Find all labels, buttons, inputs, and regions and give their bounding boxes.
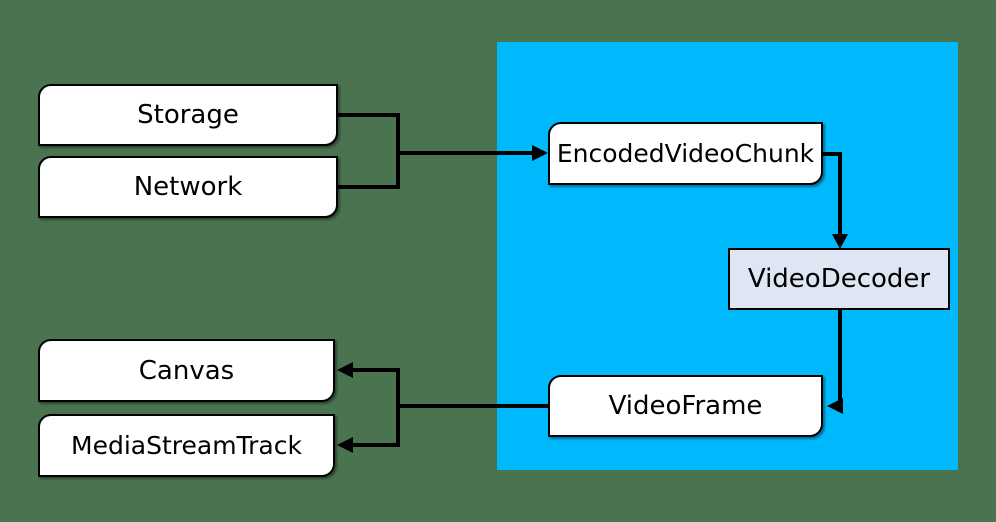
arrowhead-into-mediastreamtrack-icon [337,437,353,453]
connector-videoframe-out [398,404,548,408]
node-media-stream-track: MediaStreamTrack [38,414,335,477]
arrowhead-into-encodedvideochunk-icon [532,145,548,161]
node-canvas: Canvas [38,339,335,402]
connector-storage-out [336,113,398,117]
node-network: Network [38,156,338,218]
arrowhead-into-videodecoder-icon [832,234,848,249]
connector-videodecoder-out [838,310,842,408]
connector-network-out [336,185,398,189]
node-encoded-video-chunk: EncodedVideoChunk [548,122,823,185]
connector-to-videodecoder [838,152,842,236]
connector-encodedvideochunk-out [823,152,842,156]
node-video-decoder: VideoDecoder [728,248,950,310]
connector-sources-merge [396,113,400,189]
connector-to-encodedvideochunk [400,151,534,155]
connector-sinks-split [396,368,400,447]
node-storage: Storage [38,84,338,146]
connector-to-mediastreamtrack [352,443,400,447]
node-video-frame: VideoFrame [548,375,823,437]
arrowhead-into-videoframe-icon [827,398,843,414]
arrowhead-into-canvas-icon [337,362,353,378]
connector-to-canvas [352,368,400,372]
